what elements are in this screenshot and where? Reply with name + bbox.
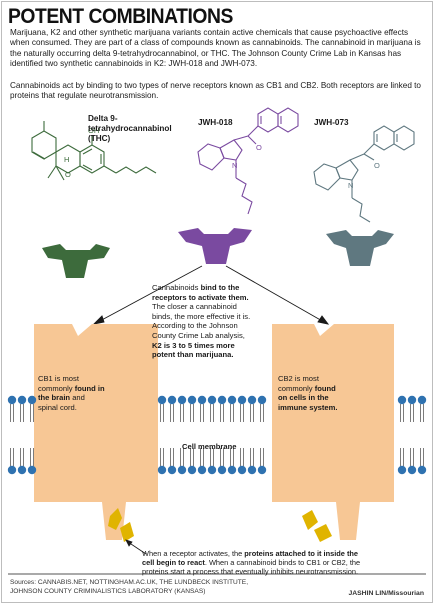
lipid-head: [217, 395, 227, 405]
thc-label-line2: tetrahydrocannabinol: [88, 124, 172, 133]
intro-paragraph: Marijuana, K2 and other synthetic mariju…: [10, 28, 421, 68]
lipid-head: [397, 465, 407, 475]
lipid-head: [247, 465, 257, 475]
lipid-head: [197, 465, 207, 475]
lipid-head: [227, 465, 237, 475]
lipid-head: [27, 465, 37, 475]
lipid-head: [237, 465, 247, 475]
thc-label-line3: (THC): [88, 134, 111, 143]
lipid-head: [177, 395, 187, 405]
protein-note-l2b: . When a cannabinoid binds to CB1 or CB2…: [204, 558, 361, 567]
thc-label-line1: Delta 9-: [88, 114, 118, 123]
cb2-l2b: found: [314, 383, 336, 393]
lipid-head: [27, 395, 37, 405]
lipid-head: [257, 465, 267, 475]
binding-note-l7: K2 is 3 to 5 times more: [152, 340, 235, 350]
thc-atom-oh: OH: [88, 126, 99, 135]
jwh073-label: JWH-073: [314, 118, 349, 127]
binding-note-l4: binds, the more effective it is.: [152, 311, 251, 321]
cb2-l2a: commonly: [278, 383, 315, 393]
jwh073-molecule: [313, 125, 415, 223]
thc-atom-h: H: [64, 155, 69, 164]
lipid-head: [167, 465, 177, 475]
cb2-l3: on cells in the: [278, 393, 329, 403]
protein-note-l1b: proteins attached to it inside the: [244, 549, 359, 558]
lipid-head: [407, 395, 417, 405]
thc-molecule: [31, 121, 157, 181]
lipid-head: [397, 395, 407, 405]
binding-arrows: [92, 265, 330, 325]
lipid-head: [407, 465, 417, 475]
credit: JASHIN LIN/Missourian: [348, 590, 424, 597]
lipid-head: [187, 465, 197, 475]
sources-line1: Sources: CANNABIS.NET, NOTTINGHAM.AC.UK,…: [10, 579, 249, 586]
lipid-head: [197, 395, 207, 405]
cb1-description: CB1 is most commonly found in the brain …: [38, 374, 108, 412]
thc-key-shape: [42, 244, 110, 278]
lipid-head: [177, 465, 187, 475]
cb1-l3: the brain: [38, 393, 71, 403]
jwh073-atom-o: O: [374, 161, 380, 170]
lipid-head: [247, 395, 257, 405]
sources: Sources: CANNABIS.NET, NOTTINGHAM.AC.UK,…: [10, 579, 248, 596]
cb1-l1: CB1 is most: [38, 374, 79, 383]
lipid-head: [157, 395, 167, 405]
binding-note-l2: receptors to activate them.: [152, 292, 249, 302]
lipid-head: [7, 395, 17, 405]
jwh018-molecule: [197, 107, 299, 215]
cb1-l4: spinal cord.: [38, 402, 77, 412]
cb1-l3b: and: [70, 393, 85, 403]
jwh018-label: JWH-018: [198, 118, 233, 127]
protein-note-l1a: When a receptor activates, the: [142, 549, 245, 558]
jwh018-atom-o: O: [256, 143, 262, 152]
page-title: POTENT COMBINATIONS: [8, 5, 233, 28]
lipid-head: [207, 465, 217, 475]
protein-note-l3: proteins start a process that eventually…: [142, 567, 359, 576]
cb1-l2a: commonly: [38, 383, 75, 393]
binding-note-l1b: bind to the: [200, 283, 240, 292]
lipid-head: [257, 395, 267, 405]
jwh073-atom-n: N: [348, 181, 353, 190]
binding-note: Cannabinoids bind to the receptors to ac…: [152, 283, 302, 360]
binding-note-l8: potent than marijuana.: [152, 350, 234, 360]
lipid-head: [417, 465, 427, 475]
jwh018-atom-n: N: [232, 161, 237, 170]
lipid-head: [227, 395, 237, 405]
thc-label: Delta 9- tetrahydrocannabinol (THC): [88, 114, 172, 144]
lipid-head: [167, 395, 177, 405]
lipid-head: [17, 395, 27, 405]
cb2-l4: immune system.: [278, 402, 338, 412]
cb2-l1: CB2 is most: [278, 374, 319, 383]
binding-note-l1a: Cannabinoids: [152, 283, 201, 292]
jwh073-key-shape: [326, 230, 394, 266]
cb2-description: CB2 is most commonly found on cells in t…: [278, 374, 358, 412]
receptors-paragraph: Cannabinoids act by binding to two types…: [10, 81, 421, 101]
binding-note-l3: The closer a cannabinoid: [152, 302, 237, 312]
membrane-label: Cell membrane: [182, 442, 237, 451]
cell-membrane: [7, 395, 427, 475]
lipid-head: [7, 465, 17, 475]
protein-note-l2a: cell begin to react: [142, 558, 205, 567]
lipid-head: [217, 465, 227, 475]
lipid-head: [17, 465, 27, 475]
cb1-l2b: found in: [74, 383, 105, 393]
lipid-head: [187, 395, 197, 405]
proteins-cb1: [108, 508, 134, 542]
binding-note-l5: According to the Johnson: [152, 321, 238, 331]
lipid-head: [237, 395, 247, 405]
cb2-receptor: [272, 324, 394, 540]
lipid-head: [417, 395, 427, 405]
proteins-cb2: [302, 510, 332, 542]
jwh018-key-shape: [178, 228, 252, 264]
binding-note-l6: County Crime Lab analysis,: [152, 330, 245, 340]
lipid-head: [157, 465, 167, 475]
cb1-receptor: [34, 324, 158, 540]
thc-atom-o: O: [65, 170, 71, 179]
sources-line2: JOHNSON COUNTY CRIMINALISTICS LABORATORY…: [10, 587, 206, 595]
protein-note: When a receptor activates, the proteins …: [142, 549, 426, 576]
protein-note-arrow: [125, 539, 147, 555]
lipid-head: [207, 395, 217, 405]
